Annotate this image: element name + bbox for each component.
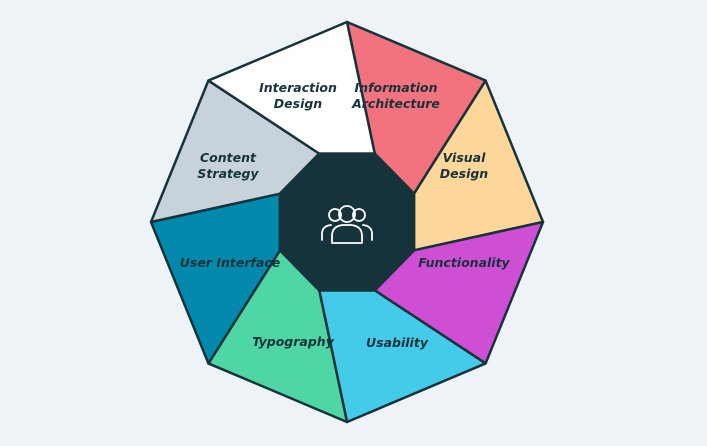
label-line: Functionality <box>418 255 510 270</box>
label-line: Design <box>440 166 489 181</box>
label-line: Information <box>355 80 438 95</box>
segments-group <box>149 20 545 424</box>
label-line: Strategy <box>197 166 259 181</box>
label-usability: Usability <box>366 335 429 350</box>
label-typography: Typography <box>252 334 335 349</box>
label-line: Usability <box>366 335 429 350</box>
users-group-icon <box>321 205 373 244</box>
label-line: User Interface <box>180 255 281 270</box>
label-line: Typography <box>252 334 335 349</box>
label-functionality: Functionality <box>418 255 510 270</box>
label-line: Interaction <box>259 80 337 95</box>
label-user-interface: User Interface <box>180 255 281 270</box>
label-line: Architecture <box>351 96 440 111</box>
label-line: Design <box>274 96 323 111</box>
label-line: Visual <box>443 150 487 165</box>
label-line: Content <box>200 150 257 165</box>
